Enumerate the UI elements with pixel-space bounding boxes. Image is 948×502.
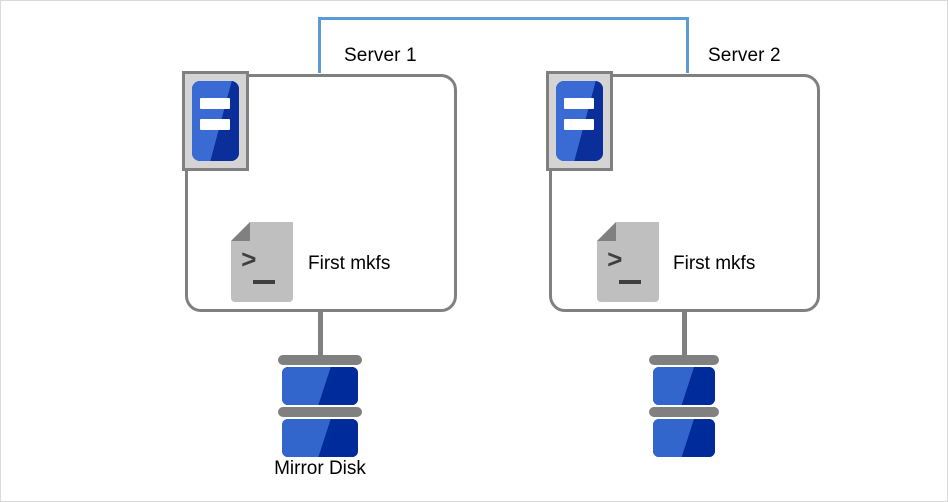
server-rack-icon-bar-bottom <box>200 119 230 130</box>
server-1-disk-stack <box>278 355 362 457</box>
terminal-cursor-glyph <box>619 280 641 284</box>
server-2-process-caption: First mkfs <box>673 253 756 274</box>
server-1-process-caption: First mkfs <box>308 253 391 274</box>
server-1-label: Server 1 <box>344 45 417 66</box>
interconnect-left-drop-line <box>318 17 321 73</box>
terminal-cursor-glyph <box>253 280 275 284</box>
server-2-disk-cable <box>682 311 687 357</box>
server-rack-icon-body <box>556 81 603 161</box>
server-rack-icon <box>182 71 249 171</box>
server-1-disk-cable <box>318 311 323 357</box>
terminal-prompt-glyph: > <box>241 246 257 276</box>
disk-block-upper <box>282 367 358 405</box>
server-2-disk-stack <box>649 355 719 457</box>
disk-plate-top <box>649 355 719 365</box>
disk-block-upper-face <box>653 367 715 405</box>
disk-block-lower-face <box>282 419 358 457</box>
server-2-chassis <box>549 74 820 312</box>
terminal-script-icon: > <box>231 222 293 302</box>
server-rack-icon-body <box>192 81 239 161</box>
disk-block-lower <box>653 419 715 457</box>
disk-plate-top <box>278 355 362 365</box>
terminal-script-icon: > <box>597 222 659 302</box>
interconnect-horizontal-line <box>318 17 689 20</box>
interconnect-right-drop-line <box>686 17 689 73</box>
terminal-script-icon-fold <box>231 222 250 241</box>
server-rack-icon-bar-top <box>200 98 230 109</box>
disk-block-upper <box>653 367 715 405</box>
server-rack-icon-bar-top <box>564 98 594 109</box>
server-rack-icon <box>546 71 613 171</box>
terminal-script-icon-fold <box>597 222 616 241</box>
disk-block-lower-face <box>653 419 715 457</box>
disk-plate-middle <box>278 407 362 417</box>
mirror-disk-caption: Mirror Disk <box>274 458 366 479</box>
disk-block-lower <box>282 419 358 457</box>
server-2-label: Server 2 <box>708 45 781 66</box>
terminal-prompt-glyph: > <box>607 246 623 276</box>
server-rack-icon-bar-bottom <box>564 119 594 130</box>
disk-block-upper-face <box>282 367 358 405</box>
disk-plate-middle <box>649 407 719 417</box>
